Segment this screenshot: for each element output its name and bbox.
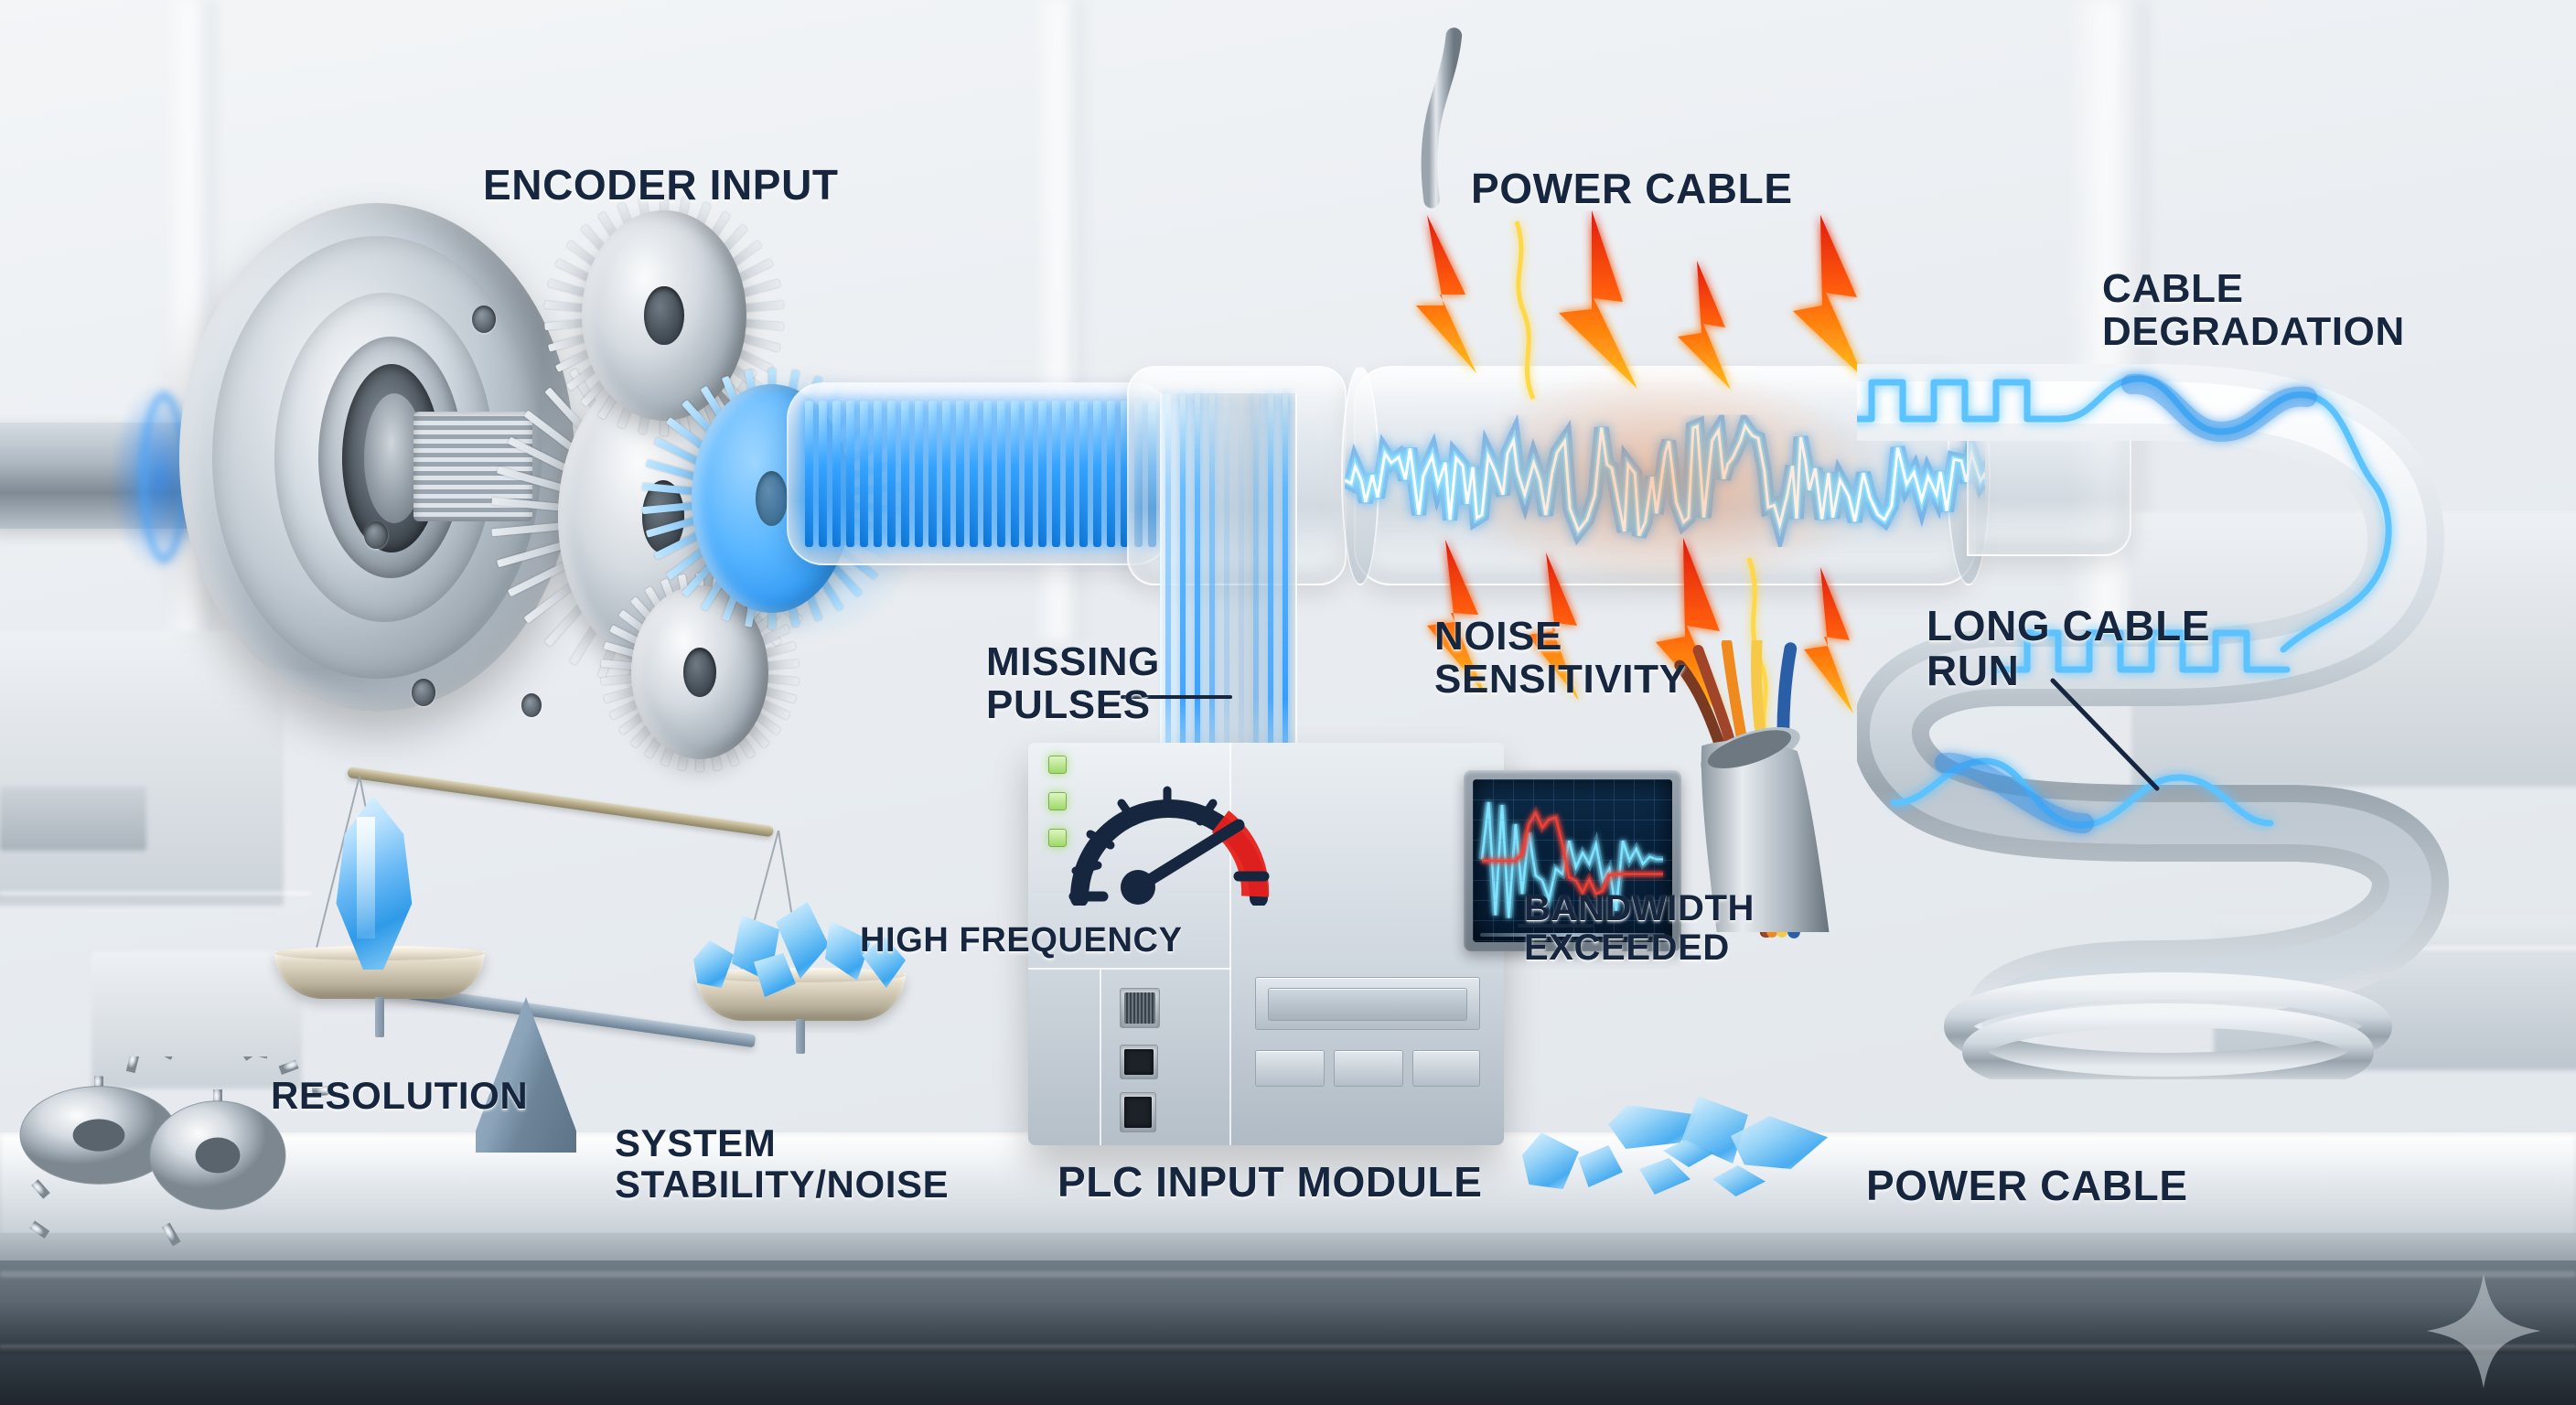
- coiled-cable-icon: [1857, 364, 2449, 1079]
- label-power-cable-bottom: POWER CABLE: [1866, 1162, 2188, 1209]
- leader-long-cable-run: [2050, 678, 2160, 791]
- encoder-bolt-hole: [472, 306, 496, 333]
- oscilloscope-bezel: [1464, 770, 1681, 951]
- plc-button[interactable]: [1412, 1050, 1480, 1087]
- bench-edge: [0, 1233, 2576, 1260]
- crystal-shards-icon: [1519, 1079, 1884, 1217]
- leader-missing-pulses: [1121, 695, 1232, 699]
- background-cabinet: [91, 951, 302, 1089]
- plc-button[interactable]: [1334, 1050, 1403, 1087]
- gear-bore: [644, 285, 684, 346]
- plc-slot-inner: [1268, 988, 1467, 1021]
- status-led: [1048, 792, 1067, 810]
- leader-bandwidth-exceeded: [1518, 924, 1594, 928]
- bench-surface: [0, 1132, 2576, 1233]
- stripped-cable-end-icon: [1674, 640, 1830, 938]
- label-high-frequency: HIGH FREQUENCY: [860, 921, 1183, 960]
- balance-pan-stem: [796, 1019, 805, 1054]
- crystal-shards-icon: [688, 896, 917, 997]
- sparkle-watermark-icon: [2426, 1273, 2541, 1389]
- frequency-gauge-icon: [1068, 786, 1270, 906]
- screen-grid: [1473, 779, 1672, 942]
- status-led: [1048, 756, 1067, 774]
- plc-button[interactable]: [1255, 1050, 1325, 1087]
- bench-front: [0, 1260, 2576, 1405]
- vertical-signal-lines: [1165, 393, 1293, 776]
- label-noise-sensitivity: NOISE SENSITIVITY: [1434, 614, 1687, 702]
- encoder-bolt-hole: [412, 679, 435, 706]
- label-missing-pulses: MISSING PULSES: [986, 639, 1160, 728]
- status-led: [1048, 829, 1067, 847]
- label-cable-degradation: CABLE DEGRADATION: [2102, 266, 2405, 355]
- label-plc-input-module: PLC INPUT MODULE: [1057, 1158, 1483, 1206]
- screen-baseline: [1480, 933, 1665, 937]
- noise-hotspot-glow: [1445, 366, 1884, 595]
- label-power-cable-top: POWER CABLE: [1471, 165, 1793, 212]
- encoder-bolt-hole: [521, 693, 542, 717]
- ethernet-port[interactable]: [1120, 1045, 1158, 1079]
- memory-card-port[interactable]: [1120, 988, 1160, 1028]
- gear-pair-icon: [19, 1056, 329, 1247]
- encoder-bolt-hole: [364, 521, 388, 549]
- background-drawer: [0, 787, 146, 851]
- label-resolution: RESOLUTION: [271, 1074, 529, 1117]
- scope-trace: [1478, 801, 1663, 918]
- serial-port[interactable]: [1120, 1092, 1156, 1132]
- plc-right-panel: [1231, 743, 1681, 1145]
- bench-lip: [0, 1345, 2576, 1354]
- label-bandwidth-exceeded: BANDWIDTH EXCEEDED: [1524, 888, 1755, 968]
- oscilloscope-screen-icon[interactable]: [1473, 779, 1672, 942]
- lightning-bolt-icon: [1416, 210, 1864, 400]
- gear-small-upper: [544, 195, 784, 436]
- label-encoder-input: ENCODER INPUT: [483, 161, 839, 209]
- power-cable-overhead: [1421, 27, 1463, 209]
- panel-divider: [1028, 968, 1231, 970]
- label-long-cable-run: LONG CABLE RUN: [1927, 602, 2211, 695]
- noise-waveform-icon: [1345, 408, 1985, 554]
- balance-pan-stem: [375, 997, 384, 1037]
- gear-bore: [683, 648, 716, 697]
- background-edge: [0, 892, 311, 895]
- panel-divider: [1100, 968, 1101, 1145]
- label-system-stability: SYSTEM STABILITY/NOISE: [615, 1121, 950, 1206]
- background-cabinet: [0, 631, 284, 906]
- pulse-train-icon: [805, 401, 1162, 547]
- bench-highlight: [0, 1271, 2576, 1277]
